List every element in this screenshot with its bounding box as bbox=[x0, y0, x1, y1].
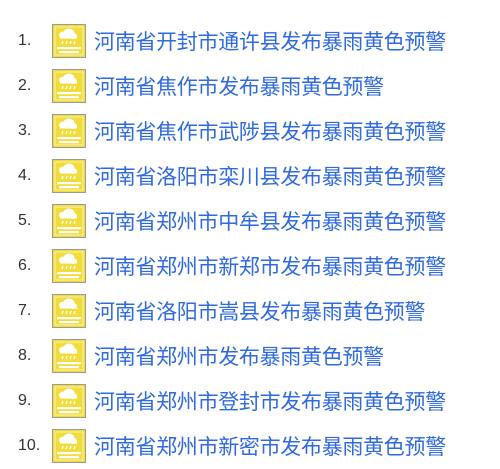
list-item: 10. 河南省郑州市新密市发布暴雨黄色预警 bbox=[0, 423, 500, 468]
rainstorm-yellow-warning-icon[interactable] bbox=[52, 158, 86, 193]
alert-link[interactable]: 河南省洛阳市栾川县发布暴雨黄色预警 bbox=[94, 164, 446, 189]
alert-link[interactable]: 河南省洛阳市嵩县发布暴雨黄色预警 bbox=[94, 299, 426, 324]
item-number: 9. bbox=[18, 391, 32, 409]
item-number: 6. bbox=[18, 256, 32, 274]
list-item: 3. 河南省焦作市武陟县发布暴雨黄色预警 bbox=[0, 108, 500, 153]
list-item: 6. 河南省郑州市新郑市发布暴雨黄色预警 bbox=[0, 243, 500, 288]
item-number: 2. bbox=[18, 76, 32, 94]
item-number: 3. bbox=[18, 121, 32, 139]
item-number: 1. bbox=[18, 31, 32, 49]
item-number: 8. bbox=[18, 346, 32, 364]
alert-link[interactable]: 河南省郑州市新郑市发布暴雨黄色预警 bbox=[94, 254, 446, 279]
alert-list: 1. 河南省开封市通许县发布暴雨黄色预警 2. bbox=[0, 18, 500, 468]
list-item: 1. 河南省开封市通许县发布暴雨黄色预警 bbox=[0, 18, 500, 63]
alert-link[interactable]: 河南省郑州市发布暴雨黄色预警 bbox=[94, 344, 384, 369]
alert-link[interactable]: 河南省开封市通许县发布暴雨黄色预警 bbox=[94, 29, 446, 54]
alert-link[interactable]: 河南省郑州市中牟县发布暴雨黄色预警 bbox=[94, 209, 446, 234]
rainstorm-yellow-warning-icon[interactable] bbox=[52, 383, 86, 418]
item-number: 5. bbox=[18, 211, 32, 229]
rainstorm-yellow-warning-icon[interactable] bbox=[52, 248, 86, 283]
item-number: 4. bbox=[18, 166, 32, 184]
rainstorm-yellow-warning-icon[interactable] bbox=[52, 338, 86, 373]
item-number: 7. bbox=[18, 301, 32, 319]
rainstorm-yellow-warning-icon[interactable] bbox=[52, 203, 86, 238]
alert-link[interactable]: 河南省郑州市登封市发布暴雨黄色预警 bbox=[94, 389, 446, 414]
rainstorm-yellow-warning-icon[interactable] bbox=[52, 293, 86, 328]
rainstorm-yellow-warning-icon[interactable] bbox=[52, 113, 86, 148]
rainstorm-yellow-warning-icon[interactable] bbox=[52, 428, 86, 463]
alert-link[interactable]: 河南省焦作市发布暴雨黄色预警 bbox=[94, 74, 384, 99]
rainstorm-yellow-warning-icon[interactable] bbox=[52, 23, 86, 58]
rainstorm-yellow-warning-icon[interactable] bbox=[52, 68, 86, 103]
item-number: 10. bbox=[18, 436, 41, 454]
list-item: 8. 河南省郑州市发布暴雨黄色预警 bbox=[0, 333, 500, 378]
alert-link[interactable]: 河南省焦作市武陟县发布暴雨黄色预警 bbox=[94, 119, 446, 144]
alert-link[interactable]: 河南省郑州市新密市发布暴雨黄色预警 bbox=[94, 434, 446, 459]
list-item: 5. 河南省郑州市中牟县发布暴雨黄色预警 bbox=[0, 198, 500, 243]
list-item: 4. 河南省洛阳市栾川县发布暴雨黄色预警 bbox=[0, 153, 500, 198]
list-item: 2. 河南省焦作市发布暴雨黄色预警 bbox=[0, 63, 500, 108]
list-item: 7. 河南省洛阳市嵩县发布暴雨黄色预警 bbox=[0, 288, 500, 333]
list-item: 9. 河南省郑州市登封市发布暴雨黄色预警 bbox=[0, 378, 500, 423]
